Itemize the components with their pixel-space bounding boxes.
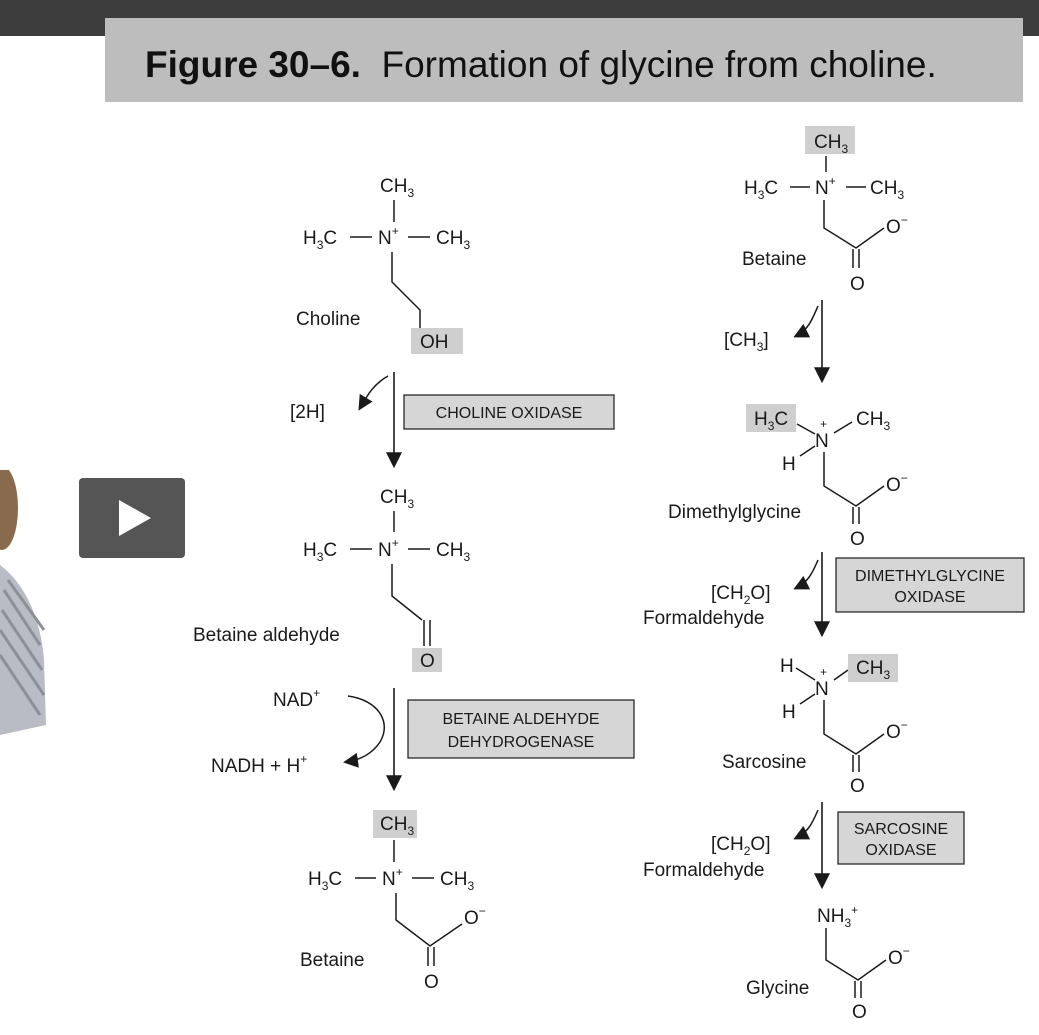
svg-text:H3C: H3C xyxy=(303,228,337,252)
svg-text:H: H xyxy=(782,454,796,475)
label-betaine-left: Betaine xyxy=(300,950,364,971)
enzyme-sarcosine-line2: OXIDASE xyxy=(865,842,936,859)
svg-text:CH3: CH3 xyxy=(856,658,890,682)
svg-text:O−: O− xyxy=(464,904,486,929)
svg-text:CH3: CH3 xyxy=(870,178,904,202)
svg-text:N+: N+ xyxy=(382,865,403,890)
dmg-methyl-highlight xyxy=(746,404,796,432)
glycine-structure: NH3+ O O− Glycine xyxy=(746,903,910,1023)
svg-text:NH3+: NH3+ xyxy=(817,903,858,930)
svg-text:O: O xyxy=(424,972,439,993)
enzyme-dmg-line2: OXIDASE xyxy=(894,589,965,606)
svg-text:N: N xyxy=(815,431,829,452)
side-arrow-nad xyxy=(343,695,386,768)
betaine-structure-right: CH3 H3C N+ CH3 O O− Betaine xyxy=(742,126,908,295)
figure-caption: Formation of glycine from choline. xyxy=(381,44,937,85)
svg-text:CH3: CH3 xyxy=(436,540,470,564)
enzyme-choline-oxidase: CHOLINE OXIDASE xyxy=(436,405,583,422)
sarcosine-methyl-highlight xyxy=(848,654,898,682)
svg-text:N+: N+ xyxy=(815,174,836,199)
svg-text:H3C: H3C xyxy=(308,869,342,893)
label-betaine-right: Betaine xyxy=(742,249,806,270)
svg-text:N: N xyxy=(815,679,829,700)
enzyme-dmg-line1: DIMETHYLGLYCINE xyxy=(855,568,1005,585)
play-button[interactable] xyxy=(79,478,185,558)
enzyme-badh-line1: BETAINE ALDEHYDE xyxy=(442,711,599,728)
figure-title: Figure 30–6. Formation of glycine from c… xyxy=(145,44,937,86)
cofactor-methyl: [CH3] xyxy=(724,330,769,354)
label-sarcosine: Sarcosine xyxy=(722,752,807,773)
presenter-video-thumbnail xyxy=(0,470,46,735)
enzyme-sarcosine-line1: SARCOSINE xyxy=(854,821,948,838)
svg-text:O: O xyxy=(420,651,435,672)
methyl-highlight-right xyxy=(805,126,855,154)
side-arrow-formaldehyde-2 xyxy=(793,809,819,840)
svg-text:O: O xyxy=(852,1002,867,1023)
enzyme-box-choline-oxidase xyxy=(403,394,615,430)
svg-text:O−: O− xyxy=(886,718,908,743)
svg-text:O: O xyxy=(850,529,865,550)
svg-text:+: + xyxy=(820,665,827,679)
betaine-aldehyde-structure: CH3 H3C N+ CH3 O Betaine aldehyde xyxy=(193,487,470,672)
svg-text:OH: OH xyxy=(420,332,449,353)
enzyme-box-betaine-aldehyde-dehydrogenase xyxy=(407,699,635,759)
enzyme-badh-line2: DEHYDROGENASE xyxy=(448,734,595,751)
cofactor-ch2o-2: [CH2O] xyxy=(711,834,770,858)
svg-text:H3C: H3C xyxy=(754,409,788,433)
svg-text:+: + xyxy=(820,417,827,431)
carbonyl-highlight xyxy=(412,648,442,672)
cofactor-ch2o-1: [CH2O] xyxy=(711,583,770,607)
label-dimethylglycine: Dimethylglycine xyxy=(668,502,801,523)
svg-text:CH3: CH3 xyxy=(440,869,474,893)
svg-text:N+: N+ xyxy=(378,224,399,249)
dimethylglycine-structure: H3C + N CH3 H O O− Dimethylglycine xyxy=(668,404,908,550)
label-formaldehyde-2: Formaldehyde xyxy=(643,860,764,881)
svg-text:O−: O− xyxy=(888,944,910,969)
svg-text:CH3: CH3 xyxy=(814,132,848,156)
methyl-highlight-left xyxy=(373,810,417,838)
svg-text:CH3: CH3 xyxy=(856,409,890,433)
label-formaldehyde-1: Formaldehyde xyxy=(643,608,764,629)
svg-text:O: O xyxy=(850,274,865,295)
svg-text:O−: O− xyxy=(886,471,908,496)
svg-text:H3C: H3C xyxy=(303,540,337,564)
cofactor-nadh: NADH + H+ xyxy=(211,752,307,777)
cofactor-nad: NAD+ xyxy=(273,686,320,711)
svg-text:CH3: CH3 xyxy=(380,487,414,511)
svg-text:H3C: H3C xyxy=(744,178,778,202)
svg-text:N+: N+ xyxy=(378,536,399,561)
play-icon xyxy=(119,500,151,536)
cofactor-2h: [2H] xyxy=(290,402,325,423)
enzyme-box-sarcosine-oxidase xyxy=(837,811,965,865)
svg-text:O−: O− xyxy=(886,213,908,238)
side-arrow-methyl xyxy=(793,305,819,338)
title-banner xyxy=(105,18,1023,102)
svg-text:CH3: CH3 xyxy=(380,176,414,200)
sarcosine-structure: H + N CH3 H O O− Sarcosine xyxy=(722,654,908,797)
betaine-structure-left: CH3 H3C N+ CH3 O O− Betaine xyxy=(300,810,486,993)
svg-text:CH3: CH3 xyxy=(380,814,414,838)
label-glycine: Glycine xyxy=(746,978,809,999)
choline-structure: CH3 H3C N+ CH3 OH Choline xyxy=(296,176,470,354)
side-arrow-formaldehyde-1 xyxy=(793,559,819,590)
enzyme-box-dmg-oxidase xyxy=(835,557,1025,613)
label-choline: Choline xyxy=(296,309,360,330)
hydroxyl-highlight xyxy=(411,328,463,354)
label-betaine-aldehyde: Betaine aldehyde xyxy=(193,625,340,646)
figure-number: Figure 30–6. xyxy=(145,44,361,85)
side-arrow-2h xyxy=(358,375,389,411)
svg-text:CH3: CH3 xyxy=(436,228,470,252)
svg-text:O: O xyxy=(850,776,865,797)
svg-text:H: H xyxy=(782,702,796,723)
svg-text:H: H xyxy=(780,656,794,677)
